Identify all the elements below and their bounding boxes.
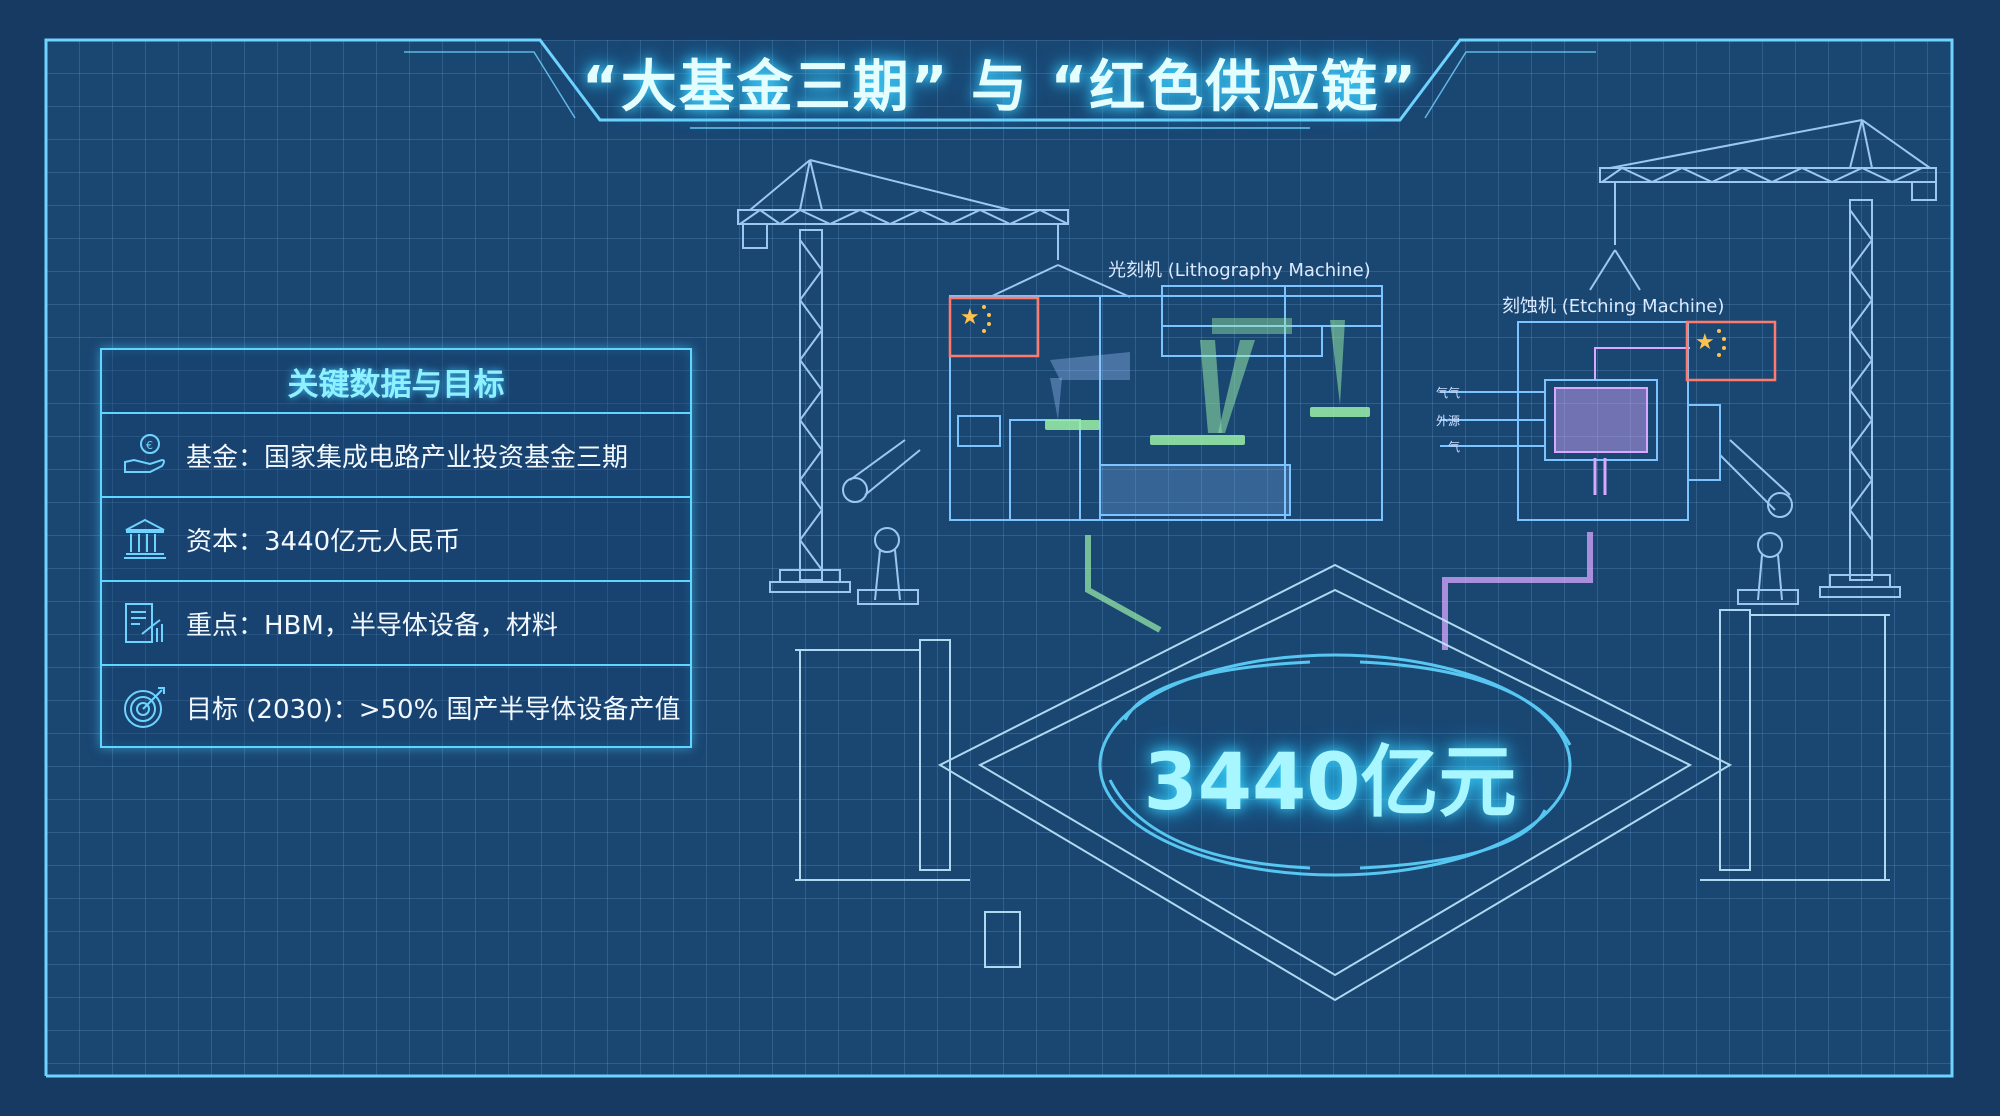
target-icon	[124, 687, 165, 728]
key-data-panel: 关键数据与目标 € 基金：国家集成电路产业投资基金三期 资本：3440亿元人民币…	[100, 348, 692, 748]
panel-row-capital: 资本：3440亿元人民币	[102, 498, 690, 582]
hero-fund-amount: 3440亿元	[1143, 738, 1517, 828]
bank-icon	[124, 518, 166, 559]
panel-row-focus: 重点：HBM，半导体设备，材料	[102, 582, 690, 666]
gas-input-label-1: 气气	[1436, 386, 1461, 400]
gas-input-label-3: 气	[1448, 440, 1461, 454]
panel-row-text: 资本：3440亿元人民币	[186, 526, 461, 557]
panel-row-text: 重点：HBM，半导体设备，材料	[186, 610, 558, 641]
page-title: “大基金三期” 与 “红色供应链”	[581, 55, 1419, 120]
panel-row-target: 目标 (2030)：>50% 国产半导体设备产值	[102, 666, 690, 748]
panel-row-text: 目标 (2030)：>50% 国产半导体设备产值	[186, 694, 681, 725]
panel-heading: 关键数据与目标	[102, 350, 690, 414]
panel-row-fund: € 基金：国家集成电路产业投资基金三期	[102, 414, 690, 498]
panel-row-text: 基金：国家集成电路产业投资基金三期	[186, 442, 629, 473]
etching-machine-label: 刻蚀机 (Etching Machine)	[1502, 296, 1725, 317]
lithography-machine-label: 光刻机 (Lithography Machine)	[1108, 260, 1371, 281]
gas-input-label-2: 外源	[1436, 414, 1461, 428]
money-hand-icon: €	[124, 434, 165, 473]
report-chart-icon	[125, 603, 163, 643]
svg-text:€: €	[146, 439, 153, 452]
